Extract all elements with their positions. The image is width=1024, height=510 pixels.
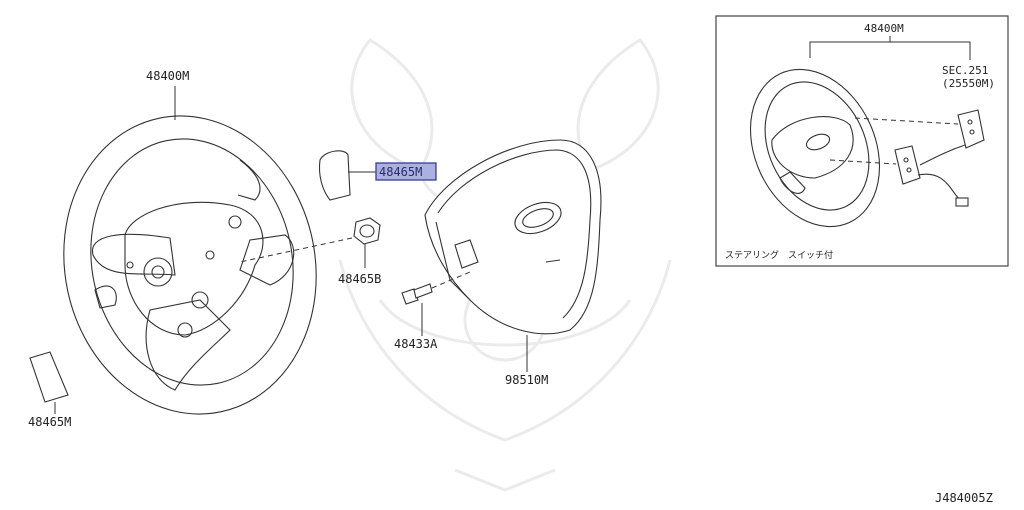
inset-harness: [917, 144, 966, 206]
alignment-line-bolt: [431, 271, 471, 289]
airbag-module[interactable]: [424, 139, 602, 335]
alignment-line-nut: [239, 237, 353, 263]
label-airbag-module[interactable]: 98510M: [505, 373, 548, 387]
inset-panel: 48400M SEC.251 (25550M) ステアリング スイッチ付: [715, 15, 1009, 267]
highlight-box: [375, 162, 437, 181]
figure-code: J484005Z: [935, 491, 993, 505]
label-switch-cover-right-highlight[interactable]: 48465M: [375, 162, 437, 181]
inset-dash-2: [829, 159, 897, 165]
label-bolt[interactable]: 48433A: [394, 337, 438, 351]
inset-label-steering-wheel[interactable]: 48400M: [864, 22, 904, 35]
label-nut[interactable]: 48465B: [338, 272, 381, 286]
bolt-part[interactable]: [401, 283, 433, 305]
label-steering-wheel[interactable]: 48400M: [146, 69, 189, 83]
inset-connector: [955, 197, 969, 207]
inset-switch-right[interactable]: [957, 109, 985, 149]
label-switch-cover-left[interactable]: 48465M: [28, 415, 71, 429]
label-switch-cover-right[interactable]: 48465M: [379, 165, 422, 179]
inset-switch-left[interactable]: [894, 145, 921, 185]
inset-caption: ステアリング スイッチ付: [725, 249, 833, 261]
inset-bracket: [809, 41, 971, 60]
nut-part[interactable]: [353, 217, 381, 245]
inset-label-sec-part[interactable]: (25550M): [942, 77, 995, 90]
inset-label-sec[interactable]: SEC.251: [942, 64, 988, 77]
steering-wheel-main[interactable]: [37, 92, 344, 437]
inset-dash-1: [854, 117, 959, 125]
inset-steering-wheel[interactable]: [726, 48, 904, 247]
switch-cover-right[interactable]: [318, 150, 351, 201]
switch-cover-left[interactable]: [29, 351, 69, 403]
